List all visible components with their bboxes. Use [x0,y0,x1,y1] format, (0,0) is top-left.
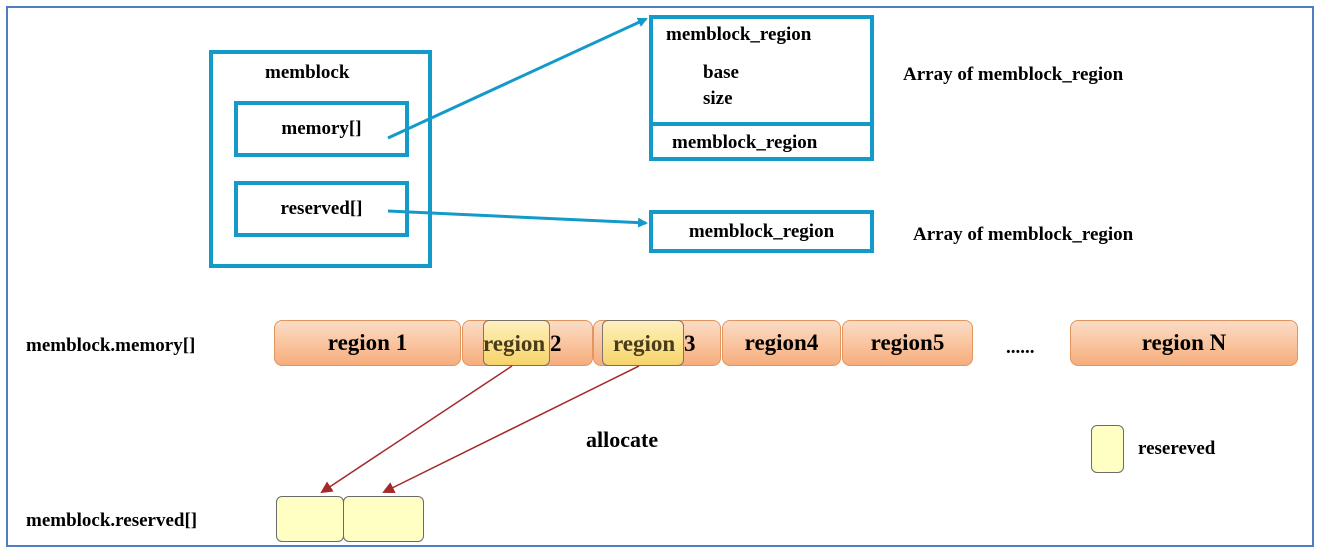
reserved-field-box: reserved[] [234,181,409,237]
region-2-label-part1: region [483,331,546,356]
reserved-slot-1 [276,496,344,542]
region-4-label: region4 [744,330,819,355]
region-5-label: region5 [870,330,945,355]
array-second-item-label: memblock_region [672,132,818,153]
memory-region-array [649,15,874,161]
reserved-pointer-arrow [387,209,648,228]
array-divider [649,122,874,126]
region-3-reserved-block [602,320,684,366]
region-1-label: region 1 [327,330,408,355]
memory-array-caption: Array of memblock_region [903,64,1124,85]
reserved-field-label: reserved[] [280,198,363,219]
memblock-title: memblock [265,62,350,83]
region-n: region N [1070,320,1298,366]
memory-field-label: memory[] [281,118,362,139]
region-4: region4 [722,320,841,366]
memory-row-label: memblock.memory[] [26,335,196,356]
base-field-label: base [703,62,739,83]
ellipsis: ...... [1006,337,1035,358]
region-3-label-part1: region [613,331,676,356]
reserved-row-label: memblock.reserved[] [26,510,198,531]
reserved-slot-2 [343,496,424,542]
memblock-struct-box [209,50,432,268]
legend-reserved-swatch [1091,425,1124,473]
memory-pointer-arrow [387,17,648,140]
size-field-label: size [703,88,733,109]
reserved-array-item-label: memblock_region [688,220,835,242]
region-2-reserved-block [483,320,550,366]
reserved-array-caption: Array of memblock_region [913,224,1134,245]
region-3-label-part2: 3 [684,331,696,356]
allocate-label: allocate [586,427,659,452]
region-2-label-part2: 2 [550,331,562,356]
allocate-arrow-1 [320,365,513,494]
reserved-region-array: memblock_region [649,210,874,253]
array-header-label: memblock_region [666,24,812,45]
legend-reserved-label: resereved [1138,438,1216,459]
diagram-frame [6,6,1314,547]
region-n-label: region N [1141,330,1227,355]
allocate-arrow-2 [382,365,640,493]
region-1: region 1 [274,320,461,366]
region-5: region5 [842,320,973,366]
